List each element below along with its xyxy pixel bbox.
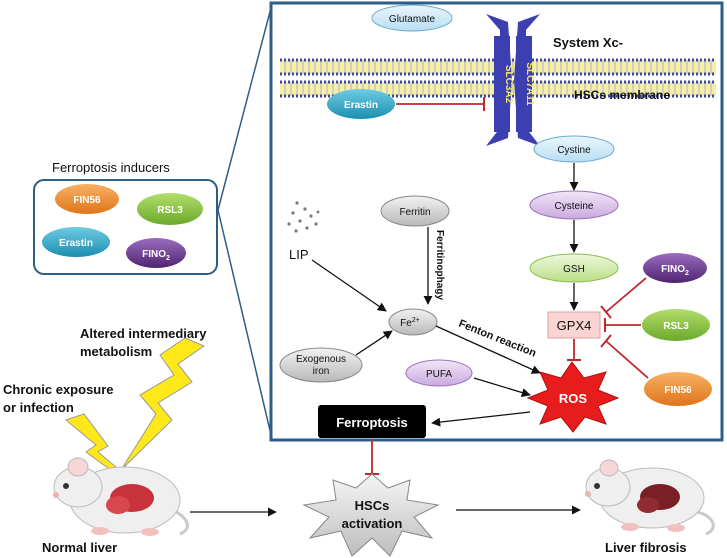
altered-metabolism-label-2: metabolism — [80, 344, 152, 359]
gsh-node — [529, 253, 619, 283]
fe2-node — [388, 308, 438, 336]
arrow-exogenous-fe — [355, 330, 393, 356]
fino2-right-label: FINO2 — [661, 264, 689, 277]
fibrotic-liver-mouse-icon — [585, 459, 715, 536]
ferroptosis-label: Ferroptosis — [336, 415, 408, 430]
exogenous-iron-label-2: iron — [313, 366, 330, 377]
erastin-node — [327, 89, 395, 119]
hscs-activation-burst — [302, 473, 440, 557]
fino2-inhibit-line — [605, 277, 647, 313]
fin56-inhibit-line — [605, 340, 649, 379]
slc3a2-label: SLC3A2 — [503, 65, 514, 104]
arrow-lip-fe — [311, 259, 387, 312]
system-xc-transporter: SLC3A2 SLC7A11 — [486, 14, 540, 146]
fe2-label: Fe2+ — [400, 317, 420, 329]
inducer-rsl3-label: RSL3 — [157, 205, 183, 216]
arrow-pufa-ros — [473, 377, 531, 397]
altered-metabolism-label-1: Altered intermediary — [80, 326, 207, 341]
inducer-fino2-label: FINO2 — [142, 249, 170, 262]
inducer-erastin-node — [42, 227, 110, 257]
pufa-node — [405, 359, 473, 387]
rsl3-right-node — [642, 309, 710, 341]
ferritin-node — [380, 195, 450, 227]
normal-liver-label: Normal liver — [42, 540, 117, 555]
liver-fibrosis-label: Liver fibrosis — [605, 540, 687, 555]
inducer-fin56-label: FIN56 — [73, 195, 101, 206]
lip-label: LIP — [289, 247, 309, 262]
ros-label: ROS — [559, 391, 588, 406]
glutamate-node — [371, 4, 453, 32]
zoom-line-top — [217, 3, 273, 211]
ros-burst — [526, 361, 620, 433]
lip-particles — [287, 201, 320, 233]
inducer-fino2-node — [126, 238, 186, 268]
inducer-fin56-node — [55, 184, 119, 214]
inducer-rsl3-node — [137, 193, 203, 225]
inducers-title: Ferroptosis inducers — [52, 160, 170, 175]
cystine-label: Cystine — [557, 145, 591, 156]
fin56-right-label: FIN56 — [664, 385, 692, 396]
ferritin-label: Ferritin — [399, 207, 430, 218]
cysteine-label: Cysteine — [555, 201, 594, 212]
erastin-label: Erastin — [344, 100, 378, 111]
fino2-right-node — [643, 253, 707, 283]
gpx4-label: GPX4 — [557, 318, 592, 333]
hscs-activation-label-2: activation — [342, 516, 403, 531]
hscs-activation-label-1: HSCs — [355, 498, 390, 513]
fin56-right-node — [644, 372, 712, 406]
ferritinophagy-label: Ferritinophagy — [434, 230, 445, 300]
fin56-inhibit-bar — [600, 334, 612, 348]
slc7a11-label: SLC7A11 — [524, 62, 535, 106]
ferroptosis-box — [318, 405, 426, 438]
membrane-label: HSCs membrane — [574, 88, 670, 102]
pufa-label: PUFA — [426, 369, 452, 380]
fino2-inhibit-bar — [600, 305, 612, 319]
rsl3-right-label: RSL3 — [663, 321, 689, 332]
chronic-exposure-label-1: Chronic exposure — [3, 382, 114, 397]
glutamate-label: Glutamate — [389, 14, 436, 25]
cystine-node — [533, 135, 615, 163]
normal-liver-mouse-icon — [53, 457, 189, 536]
gsh-label: GSH — [563, 264, 585, 275]
exogenous-iron-label-1: Exogenous — [296, 354, 346, 365]
cysteine-node — [529, 190, 619, 220]
inducer-erastin-label: Erastin — [59, 238, 93, 249]
lightning-bolt-icon — [120, 337, 206, 471]
arrow-ros-ferroptosis — [431, 411, 531, 427]
arrow-fe-ros — [435, 325, 541, 374]
gpx4-node — [547, 311, 601, 339]
zoom-line-bottom — [217, 209, 273, 440]
system-xc-label: System Xc- — [553, 35, 623, 50]
exogenous-iron-node — [279, 347, 363, 383]
chronic-exposure-label-2: or infection — [3, 400, 74, 415]
